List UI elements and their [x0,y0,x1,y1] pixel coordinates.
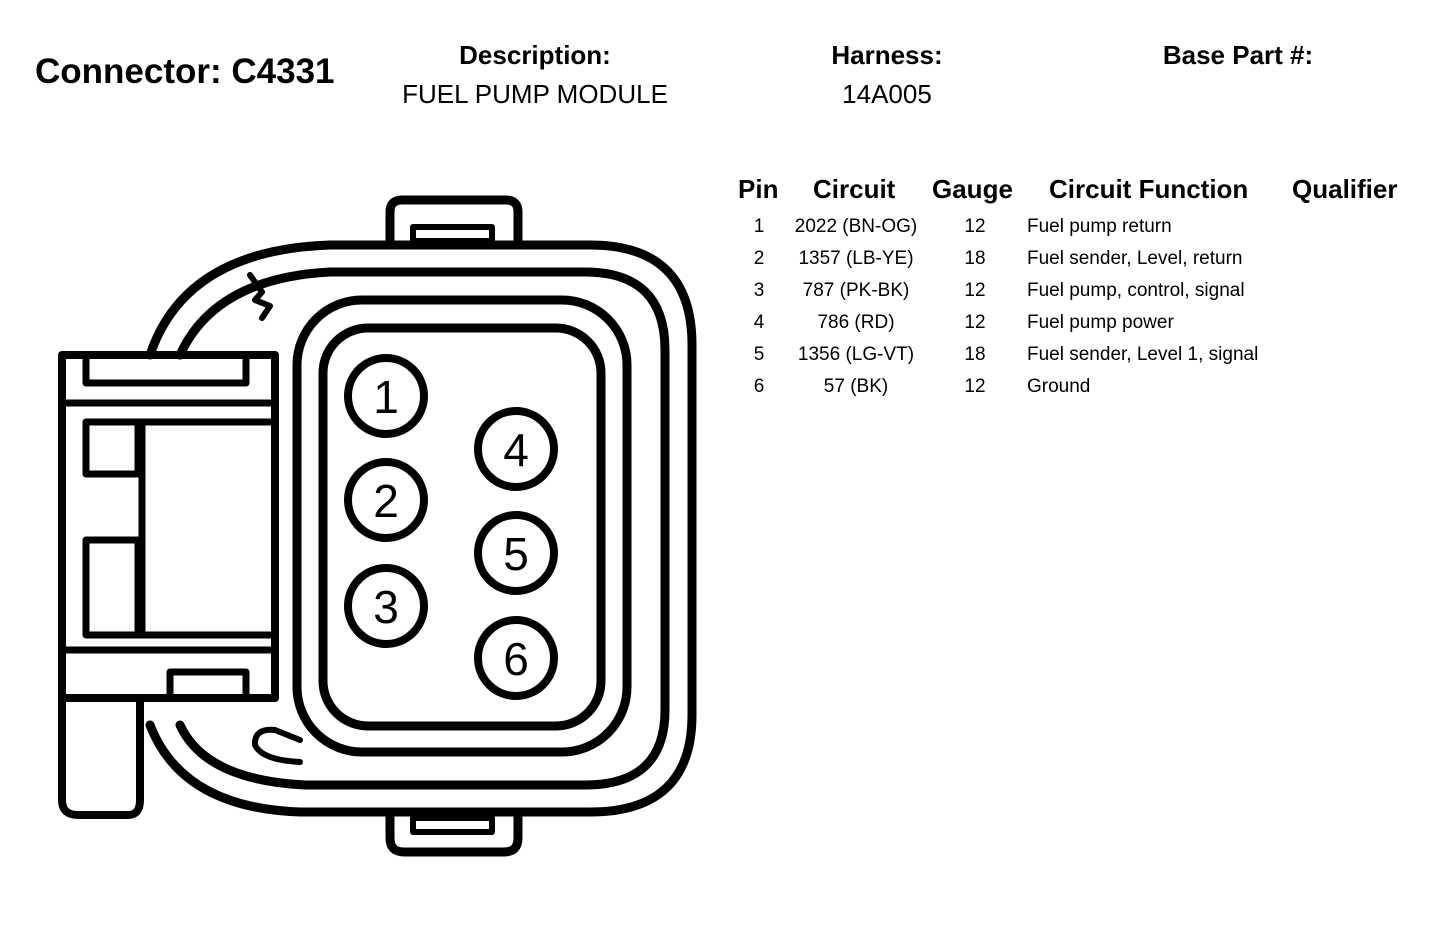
cell-function: Fuel pump power [1027,312,1174,333]
cell-gauge: 18 [964,248,986,269]
col-header-circuit: Circuit [813,174,896,204]
lock-notch [247,272,273,321]
cell-circuit: 787 (PK-BK) [802,280,910,301]
connector-face-diagram: 1 2 3 4 5 6 [58,195,697,857]
col-header-gauge: Gauge [932,174,1013,204]
description-block: Description: FUEL PUMP MODULE [385,40,685,109]
base-part-value [1138,79,1338,109]
cell-circuit: 57 (BK) [823,376,889,397]
side-bracket-window-lower [82,536,142,639]
cell-pin: 6 [753,376,765,397]
base-part-block: Base Part #: [1138,40,1338,109]
cell-pin: 4 [753,312,765,333]
side-bracket-window-upper [82,418,142,478]
cell-gauge: 18 [964,344,986,365]
pin-cavity-outer [292,295,632,757]
pin-6-terminal [474,616,558,700]
top-latch-slot [410,224,495,244]
cell-function: Fuel pump, control, signal [1027,280,1245,301]
pin-cavity-inner [318,323,606,731]
cell-gauge: 12 [964,216,986,237]
pin-4: 4 [474,407,558,491]
description-value: FUEL PUMP MODULE [402,79,668,109]
col-header-qualifier: Qualifier [1292,174,1398,204]
pin-4-label: 4 [503,424,529,476]
inner-housing [175,267,670,790]
side-bracket-top [82,351,250,387]
cell-pin: 5 [753,344,765,365]
cell-gauge: 12 [964,280,986,301]
description-label: Description: [459,40,611,70]
cell-pin: 2 [753,248,765,269]
cell-pin: 1 [753,216,765,237]
cell-circuit: 2022 (BN-OG) [794,216,918,237]
cell-function: Ground [1027,376,1091,397]
pin-1-terminal [344,354,428,438]
pin-6-label: 6 [503,633,529,685]
pin-5-terminal [474,511,558,595]
cell-gauge: 12 [964,376,986,397]
connector-title: Connector: C4331 [35,52,335,91]
cell-circuit: 1357 (LB-YE) [798,248,914,269]
cell-pin: 3 [753,280,765,301]
cell-circuit: 786 (RD) [817,312,895,333]
top-latch-tab [385,195,523,250]
cell-function: Fuel sender, Level 1, signal [1027,344,1259,365]
cell-function: Fuel sender, Level, return [1027,248,1243,269]
col-header-pin: Pin [738,174,779,204]
pin-5: 5 [474,511,558,595]
harness-label: Harness: [831,40,943,70]
pin-3-label: 3 [373,581,399,633]
outer-housing [145,240,697,817]
pin-2-label: 2 [373,475,399,527]
bottom-latch-tab [385,807,523,857]
pin-2: 2 [344,458,428,542]
pin-3: 3 [344,564,428,648]
harness-value: 14A005 [842,79,932,109]
pin-5-label: 5 [503,528,529,580]
pin-3-terminal [344,564,428,648]
col-header-function: Circuit Function [1049,174,1249,204]
pin-6: 6 [474,616,558,700]
harness-block: Harness: 14A005 [787,40,987,109]
cell-gauge: 12 [964,312,986,333]
pin-4-terminal [474,407,558,491]
pin-1-label: 1 [373,371,399,423]
release-lever [58,694,144,819]
cell-circuit: 1356 (LG-VT) [797,344,915,365]
base-part-label: Base Part #: [1162,40,1314,70]
cell-function: Fuel pump return [1027,216,1172,237]
pin-1: 1 [344,354,428,438]
lock-hook [251,726,303,765]
bottom-latch-slot [410,815,495,835]
pin-2-terminal [344,458,428,542]
